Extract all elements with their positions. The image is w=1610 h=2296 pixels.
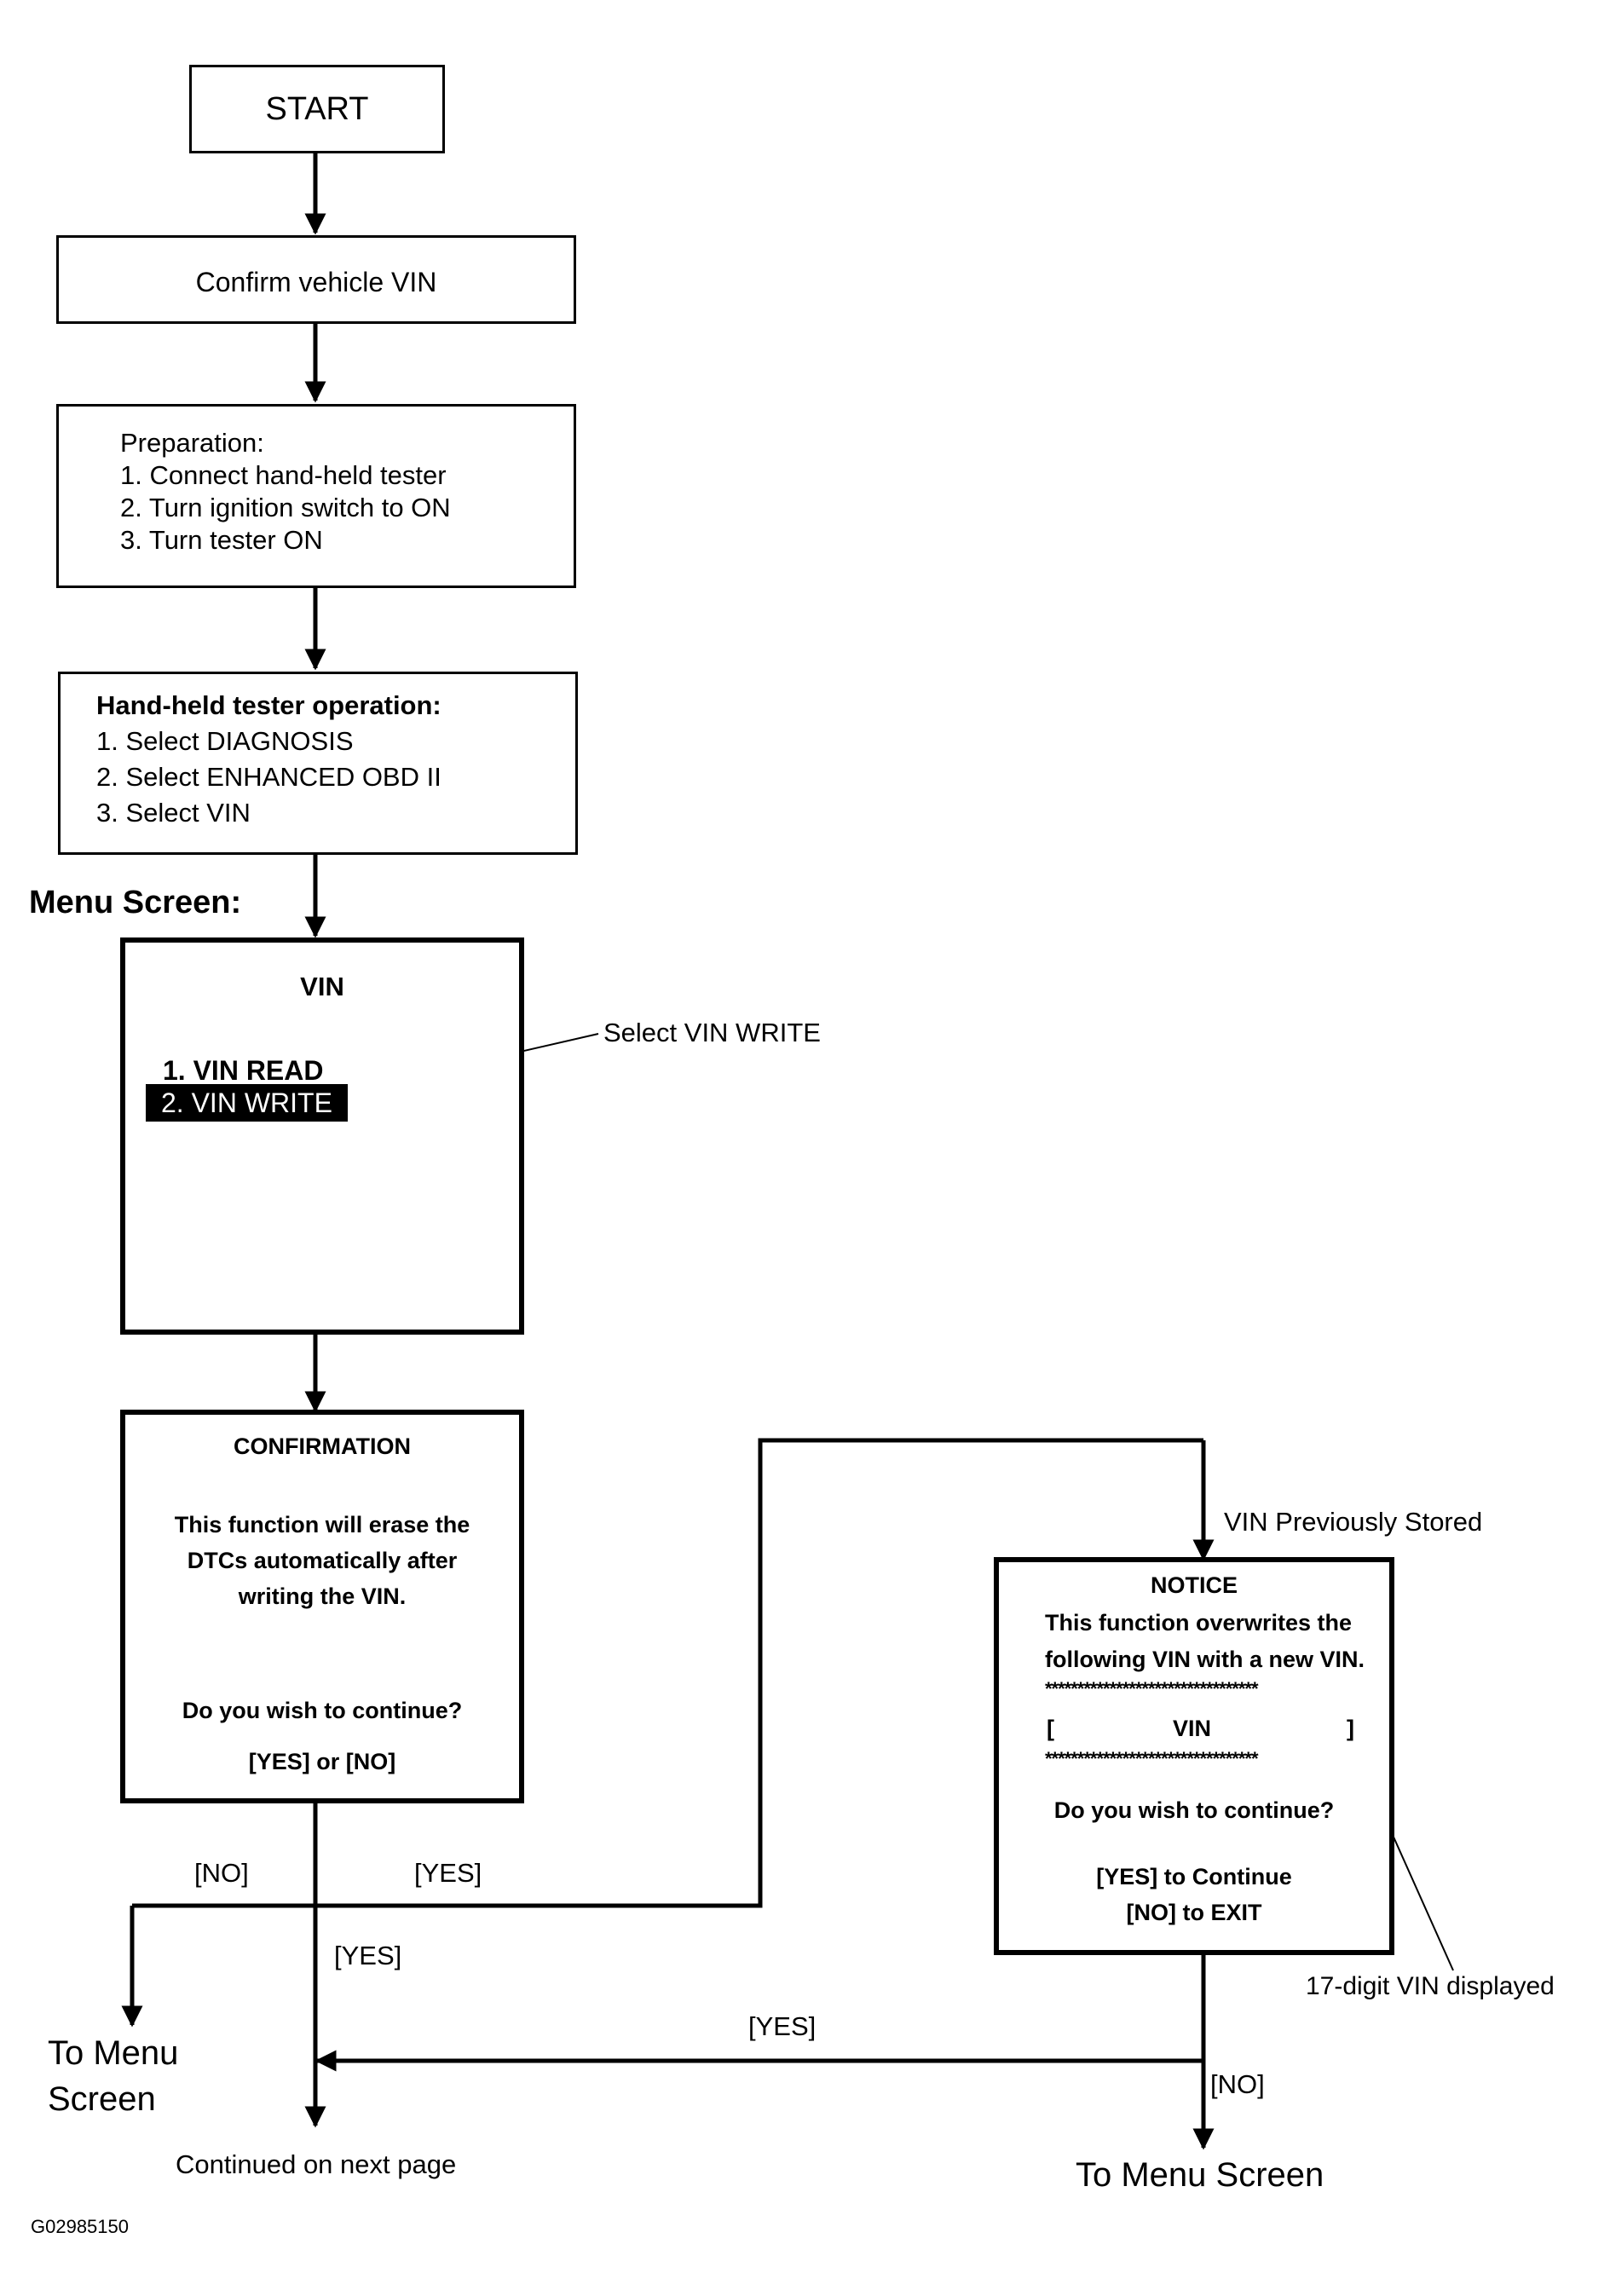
preparation-text: Preparation: 1. Connect hand-held tester…	[120, 427, 451, 557]
figure-id: G02985150	[31, 2216, 129, 2237]
notice-stars-bottom: *********************************	[1045, 1748, 1259, 1769]
tester-operation-text: Hand-held tester operation: 1. Select DI…	[96, 688, 441, 831]
notice-stars-top: *********************************	[1045, 1678, 1259, 1699]
notice-body-line: This function overwrites the	[1045, 1610, 1353, 1635]
notice-box: NOTICE This function overwrites the foll…	[994, 1557, 1394, 1955]
label-yes-down: [YES]	[334, 1941, 402, 1970]
notice-body-line: following VIN with a new VIN.	[1045, 1647, 1365, 1672]
tester-operation-title: Hand-held tester operation:	[96, 690, 441, 720]
label-yes-notice: [YES]	[748, 2011, 817, 2041]
tester-operation-step: 2. Select ENHANCED OBD II	[96, 762, 441, 792]
to-menu-screen-right: To Menu Screen	[1076, 2156, 1324, 2194]
callout-select-vin-write: Select VIN WRITE	[603, 1018, 821, 1047]
label-vin-previously-stored: VIN Previously Stored	[1224, 1507, 1483, 1537]
confirmation-body-line: DTCs automatically after	[187, 1548, 458, 1573]
confirmation-body-line: writing the VIN.	[238, 1584, 407, 1609]
notice-vin: VIN	[1173, 1716, 1212, 1741]
tester-operation-box: Hand-held tester operation: 1. Select DI…	[58, 672, 578, 855]
to-menu-screen-left: To Menu Screen	[48, 2030, 178, 2122]
confirm-vin-box: Confirm vehicle VIN	[56, 235, 576, 324]
line-confirmation-branches	[132, 1438, 1203, 1908]
confirmation-box: CONFIRMATION This function will erase th…	[120, 1410, 524, 1803]
notice-title: NOTICE	[1150, 1572, 1238, 1598]
confirmation-body-line: This function will erase the	[174, 1512, 470, 1537]
preparation-step: 2. Turn ignition switch to ON	[120, 493, 451, 522]
label-no-notice: [NO]	[1210, 2069, 1265, 2099]
notice-bracket-close: ]	[1347, 1716, 1354, 1741]
confirmation-question: Do you wish to continue?	[182, 1698, 463, 1723]
tester-operation-step: 3. Select VIN	[96, 798, 251, 828]
to-menu-screen-left-line: To Menu	[48, 2034, 179, 2072]
tester-operation-step: 1. Select DIAGNOSIS	[96, 726, 354, 756]
preparation-box: Preparation: 1. Connect hand-held tester…	[56, 404, 576, 588]
menu-screen-title: VIN	[300, 972, 344, 1001]
start-box: START	[189, 65, 445, 153]
preparation-step: 1. Connect hand-held tester	[120, 460, 447, 490]
notice-body: This function overwrites the following V…	[1045, 1605, 1365, 1678]
preparation-title: Preparation:	[120, 428, 264, 458]
label-yes-right: [YES]	[414, 1858, 482, 1888]
confirmation-options: [YES] or [NO]	[248, 1749, 396, 1774]
label-17-digit-vin: 17-digit VIN displayed	[1306, 1972, 1555, 2000]
menu-screen-box: VIN 1. VIN READ 2. VIN WRITE	[120, 937, 524, 1335]
menu-item-vin-write-selected: 2. VIN WRITE	[146, 1084, 348, 1122]
continued-on-next-page: Continued on next page	[176, 2149, 457, 2179]
confirmation-body: This function will erase the DTCs automa…	[125, 1507, 519, 1614]
confirm-vin-label: Confirm vehicle VIN	[195, 267, 437, 297]
notice-question: Do you wish to continue?	[1053, 1797, 1335, 1823]
notice-bracket-open: [	[1047, 1716, 1054, 1741]
to-menu-screen-left-line: Screen	[48, 2080, 156, 2118]
menu-item-vin-read: 1. VIN READ	[163, 1055, 324, 1086]
preparation-step: 3. Turn tester ON	[120, 525, 323, 555]
start-label: START	[265, 91, 369, 127]
notice-no: [NO] to EXIT	[1126, 1900, 1262, 1925]
notice-yes: [YES] to Continue	[1096, 1864, 1292, 1889]
confirmation-title: CONFIRMATION	[234, 1434, 411, 1459]
label-no-left: [NO]	[194, 1858, 249, 1888]
menu-screen-heading: Menu Screen:	[29, 885, 242, 920]
